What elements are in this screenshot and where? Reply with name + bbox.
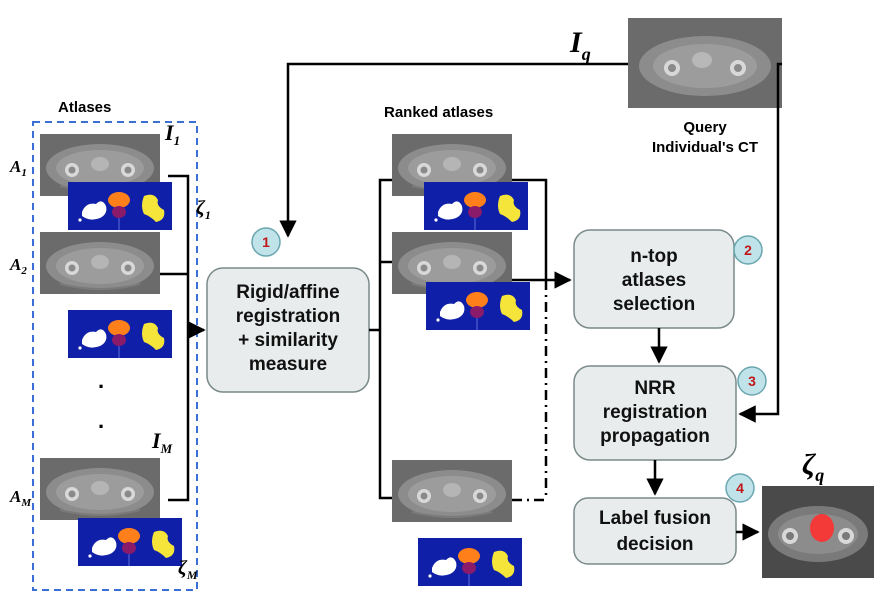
step2-line3: selection xyxy=(613,294,695,315)
step1-line3: + similarity xyxy=(238,330,338,351)
atlas-m-ct xyxy=(39,457,161,521)
atlas-2-labelmap xyxy=(67,309,173,359)
query-caption-1: Query xyxy=(683,119,727,136)
label-am: AM xyxy=(9,487,32,509)
step4-badge-number: 4 xyxy=(736,480,744,496)
ellipsis-dot-1: . xyxy=(98,368,104,393)
step1-line2: registration xyxy=(236,306,341,327)
step3-badge-number: 3 xyxy=(748,373,756,389)
label-im: IM xyxy=(151,428,173,456)
label-zeta-q: ζq xyxy=(802,448,824,485)
ranked-1-labelmap xyxy=(423,181,529,231)
ranked-m-ct xyxy=(391,459,513,523)
step1-line1: Rigid/affine xyxy=(236,282,339,303)
step4-badge xyxy=(725,473,755,503)
step3-line3: propagation xyxy=(600,426,710,447)
label-a1: A1 xyxy=(9,157,27,179)
ellipsis-dot-2: . xyxy=(98,408,104,433)
step3-badge xyxy=(737,366,767,396)
step4-line2: decision xyxy=(616,534,693,555)
ranked-atlases-title: Ranked atlases xyxy=(384,104,493,121)
step1-badge-number: 1 xyxy=(262,234,270,250)
label-a2: A2 xyxy=(9,255,27,277)
label-zeta1: ζ1 xyxy=(196,197,211,222)
output-segmentation-image xyxy=(762,486,874,578)
step1-line4: measure xyxy=(249,354,327,375)
label-i1: I1 xyxy=(164,120,180,148)
query-caption-2: Individual's CT xyxy=(652,139,758,156)
ranked-m-labelmap xyxy=(417,537,523,587)
atlases-frame xyxy=(32,121,198,591)
atlases-title: Atlases xyxy=(58,99,111,116)
step3-line2: registration xyxy=(603,402,708,423)
step2-box xyxy=(573,229,735,329)
step1-badge xyxy=(251,227,281,257)
step2-badge-number: 2 xyxy=(744,242,752,258)
ranked-2-labelmap xyxy=(425,281,531,331)
atlas-2-ct xyxy=(39,231,161,295)
step4-line1: Label fusion xyxy=(599,508,711,529)
query-to-step3-arrow xyxy=(738,62,782,423)
atlas-m-labelmap xyxy=(77,517,183,567)
ranked-to-step2 xyxy=(512,178,572,502)
label-iq: Iq xyxy=(569,26,591,64)
label-zetam: ζM xyxy=(178,557,198,582)
query-ct-image xyxy=(628,18,782,108)
atlas-bracket xyxy=(160,174,206,502)
step2-line2: atlases xyxy=(622,270,686,291)
query-to-step1-arrow xyxy=(279,62,628,238)
step3-line1: NRR xyxy=(634,378,675,399)
step2-line1: n-top xyxy=(630,246,677,267)
atlas-1-labelmap xyxy=(67,181,173,231)
ranked-bracket xyxy=(369,178,392,500)
step2-badge xyxy=(733,235,763,265)
